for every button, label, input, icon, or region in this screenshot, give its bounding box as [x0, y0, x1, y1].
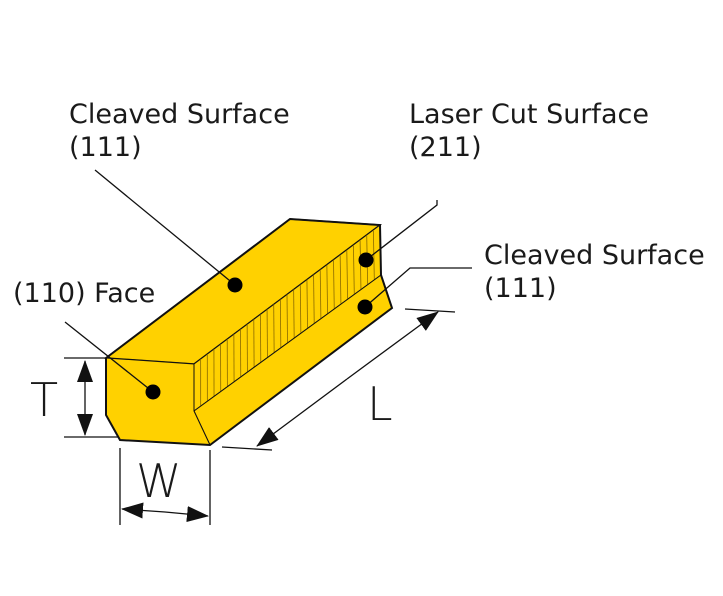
leader-laser-cut [365, 200, 438, 261]
hatch-line [333, 259, 335, 310]
dot-cleaved-top [227, 277, 243, 293]
dimension-width-label: W [136, 454, 181, 508]
dimension-length-label: L [367, 377, 393, 431]
dimension-thickness-label: T [30, 373, 58, 427]
dot-110-face [145, 384, 161, 400]
laser-cut-hatching [200, 229, 375, 407]
hatch-line [293, 289, 295, 339]
leader-cleaved-side [364, 267, 472, 308]
dimension-lines [64, 308, 456, 525]
hatch-line [339, 254, 342, 305]
label-cleaved-side-line2: (111) [484, 273, 557, 304]
label-cleaved-top-line1: Cleaved Surface [69, 99, 290, 130]
hatch-line [353, 244, 355, 295]
leader-110-face [64, 321, 154, 393]
label-laser-cut-line2: (211) [409, 132, 482, 163]
label-110-face: (110) Face [13, 278, 155, 309]
hatch-line [286, 294, 288, 344]
length-arrow [256, 378, 348, 447]
hatch-line [326, 264, 328, 314]
label-cleaved-top-line2: (111) [69, 132, 142, 163]
leader-cleaved-top [94, 169, 236, 286]
hatch-line [313, 274, 315, 324]
hatch-line [346, 249, 349, 300]
hatch-line [299, 284, 302, 334]
dot-laser-cut [358, 252, 374, 268]
hatch-line [319, 269, 322, 319]
width-arrow [121, 502, 166, 519]
hatch-line [306, 279, 308, 329]
marker-dots [145, 252, 374, 400]
bar-outline [105, 217, 394, 447]
dot-cleaved-side [357, 299, 373, 315]
front-110-face [105, 357, 211, 446]
label-laser-cut-line1: Laser Cut Surface [409, 99, 649, 130]
label-cleaved-side-line1: Cleaved Surface [484, 240, 705, 271]
crystal-bar [103, 217, 394, 447]
leaders [64, 169, 472, 393]
hatch-line [372, 229, 375, 280]
